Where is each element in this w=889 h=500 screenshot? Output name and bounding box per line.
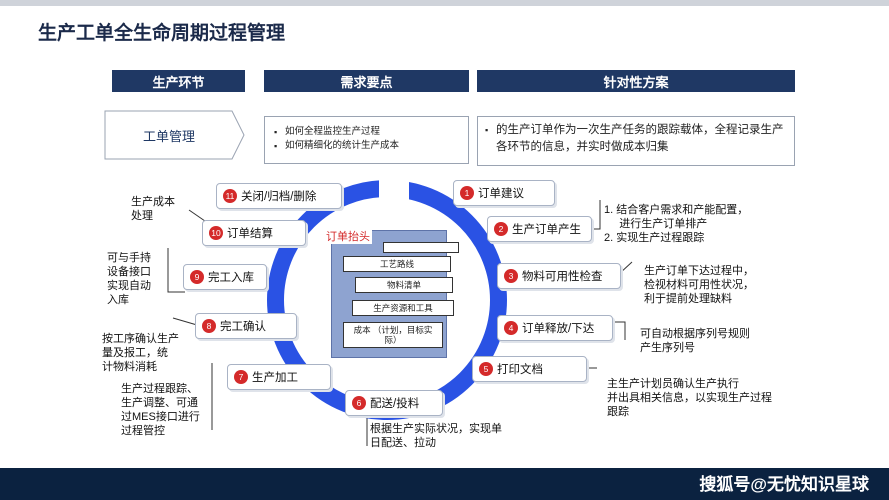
step-number-badge: 1 xyxy=(460,186,474,200)
connector-step3 xyxy=(618,261,633,275)
stage-arrow-shape xyxy=(104,110,245,160)
step-label: 生产订单产生 xyxy=(512,224,581,236)
connector-step4 xyxy=(611,321,626,340)
note-line: 利于提前处理缺料 xyxy=(644,293,732,305)
header-stage: 生产环节 xyxy=(112,70,245,92)
step-number-badge: 9 xyxy=(190,270,204,284)
note-line: 实现自动 xyxy=(107,280,151,292)
step-5[interactable]: 5 打印文档 xyxy=(472,356,587,382)
step-number-badge: 8 xyxy=(202,319,216,333)
step-9[interactable]: 9 完工入库 xyxy=(183,264,267,290)
step-label: 订单释放/下达 xyxy=(522,323,595,335)
note-line: 过MES接口进行 xyxy=(121,411,200,423)
step-1[interactable]: 1 订单建议 xyxy=(453,180,555,206)
note-line: 生产成本 xyxy=(131,196,175,208)
note-step5: 主生产计划员确认生产执行 并出具相关信息，以实现生产过程 跟踪 xyxy=(607,377,797,419)
step-2[interactable]: 2 生产订单产生 xyxy=(487,216,592,242)
step-label: 生产加工 xyxy=(252,372,298,384)
note-line: 量及报工，统 xyxy=(102,347,168,359)
connector-step8 xyxy=(172,317,198,326)
note-line: 入库 xyxy=(107,294,129,306)
header-needs: 需求要点 xyxy=(264,70,469,92)
header-solution: 针对性方案 xyxy=(477,70,795,92)
step-number-badge: 2 xyxy=(494,222,508,236)
step-label: 物料可用性检查 xyxy=(522,271,603,283)
solution-box: 的生产订单作为一次生产任务的跟踪载体，全程记录生产各环节的信息，并实时做成本归集 xyxy=(477,116,795,166)
note-line: 跟踪 xyxy=(607,406,629,418)
step-label: 订单结算 xyxy=(227,228,273,240)
note-line: 检视材料可用性状况， xyxy=(644,279,754,291)
note-line: 生产过程跟踪、 xyxy=(121,383,198,395)
note-line: 并出具相关信息，以实现生产过程 xyxy=(607,392,772,404)
note-step4: 可自动根据序列号规则 产生序列号 xyxy=(640,327,780,355)
note-line: 生产订单下达过程中， xyxy=(644,265,754,277)
note-line: 产生序列号 xyxy=(640,342,695,354)
note-step3: 生产订单下达过程中， 检视材料可用性状况， 利于提前处理缺料 xyxy=(644,264,784,306)
connector-step2 xyxy=(590,200,601,230)
note-line: 根据生产实际状况，实现单 xyxy=(370,423,502,435)
center-card-blank xyxy=(383,242,459,253)
step-number-badge: 5 xyxy=(479,362,493,376)
step-number-badge: 6 xyxy=(352,396,366,410)
note-line: 可自动根据序列号规则 xyxy=(640,328,750,340)
step-4[interactable]: 4 订单释放/下达 xyxy=(497,315,613,341)
note-line: 计物料消耗 xyxy=(102,361,157,373)
step-6[interactable]: 6 配送/投料 xyxy=(345,390,443,416)
note-line: 过程管控 xyxy=(121,425,165,437)
footer-bar xyxy=(0,468,889,500)
ring-gap xyxy=(379,176,409,200)
note-line: 主生产计划员确认生产执行 xyxy=(607,378,739,390)
step-number-badge: 11 xyxy=(223,189,237,203)
note-step2: 1. 结合客户需求和产能配置， 进行生产订单排产 2. 实现生产过程跟踪 xyxy=(604,203,794,245)
solution-text: 的生产订单作为一次生产任务的跟踪载体，全程记录生产各环节的信息，并实时做成本归集 xyxy=(485,122,788,156)
step-number-badge: 4 xyxy=(504,321,518,335)
center-card-resources: 生产资源和工具 xyxy=(352,300,454,316)
step-8[interactable]: 8 完工确认 xyxy=(195,313,297,339)
note-line: 按工序确认生产 xyxy=(102,333,179,345)
step-label: 订单建议 xyxy=(478,188,524,200)
step-7[interactable]: 7 生产加工 xyxy=(227,364,331,390)
need-item: 如何全程监控生产过程 xyxy=(274,125,462,139)
step-label: 打印文档 xyxy=(497,364,543,376)
step-number-badge: 10 xyxy=(209,226,223,240)
step-label: 完工入库 xyxy=(208,272,254,284)
note-line: 可与手持 xyxy=(107,252,151,264)
note-line: 1. 结合客户需求和产能配置， xyxy=(604,204,749,216)
top-bar xyxy=(0,0,889,6)
stage-label: 工单管理 xyxy=(142,128,195,144)
note-step9: 可与手持 设备接口 实现自动 入库 xyxy=(107,251,167,307)
order-header-title: 订单抬头 xyxy=(324,228,372,244)
step-label: 配送/投料 xyxy=(370,398,420,410)
center-card-bom: 物料清单 xyxy=(355,277,453,293)
connector-step9 xyxy=(167,248,185,293)
note-line: 设备接口 xyxy=(107,266,151,278)
watermark: 搜狐号@无忧知识星球 xyxy=(699,475,869,494)
note-line: 2. 实现生产过程跟踪 xyxy=(604,232,705,244)
step-number-badge: 3 xyxy=(504,269,518,283)
step-10[interactable]: 10 订单结算 xyxy=(202,220,306,246)
note-line: 日配送、拉动 xyxy=(370,437,436,449)
center-card-cost: 成本 （计划，目标实际） xyxy=(343,322,443,348)
page-title: 生产工单全生命周期过程管理 xyxy=(38,23,286,44)
step-number-badge: 7 xyxy=(234,370,248,384)
step-label: 完工确认 xyxy=(220,321,266,333)
note-step8: 按工序确认生产 量及报工，统 计物料消耗 xyxy=(102,332,192,374)
step-label: 关闭/归档/删除 xyxy=(241,191,317,203)
need-item: 如何精细化的统计生产成本 xyxy=(274,139,462,153)
center-card-routing: 工艺路线 xyxy=(343,256,451,272)
note-line: 进行生产订单排产 xyxy=(604,218,708,230)
step-3[interactable]: 3 物料可用性检查 xyxy=(497,263,621,289)
note-step6: 根据生产实际状况，实现单 日配送、拉动 xyxy=(370,422,550,450)
needs-box: 如何全程监控生产过程 如何精细化的统计生产成本 xyxy=(264,116,469,164)
note-step7: 生产过程跟踪、 生产调整、可通 过MES接口进行 过程管控 xyxy=(121,382,221,438)
step-11[interactable]: 11 关闭/归档/删除 xyxy=(216,183,342,209)
note-line: 生产调整、可通 xyxy=(121,397,198,409)
note-step11: 生产成本 处理 xyxy=(131,195,201,223)
note-line: 处理 xyxy=(131,210,153,222)
